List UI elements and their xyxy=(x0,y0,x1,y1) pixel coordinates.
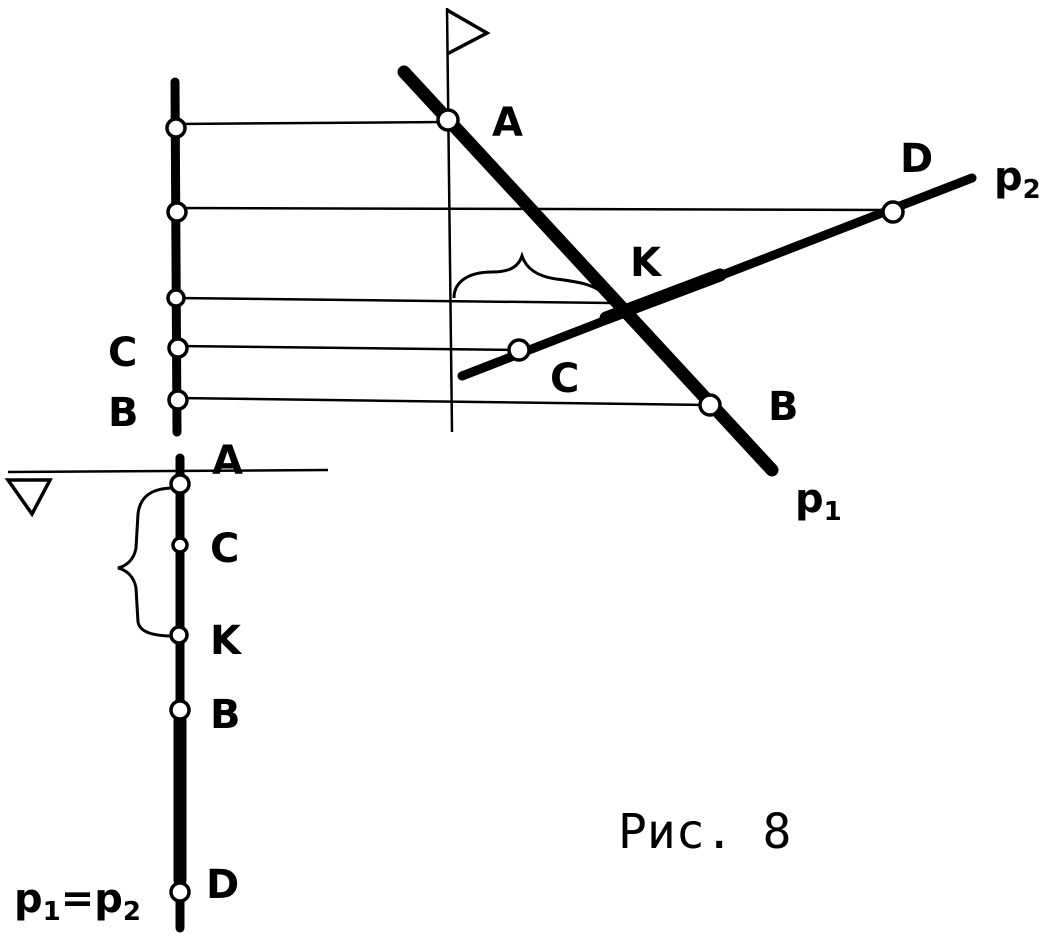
frontal-point-b xyxy=(698,393,722,417)
coincidence-p1-letter: p xyxy=(14,876,43,922)
label-p2: p2 xyxy=(994,154,1041,205)
frontal-label-k: K xyxy=(630,240,663,286)
frontal-label-b: B xyxy=(768,384,799,430)
coincidence-equals: = xyxy=(61,876,95,922)
frontal-label-c: C xyxy=(550,356,579,402)
frontal-point-c xyxy=(507,338,531,362)
line-p2-emphasis xyxy=(599,268,727,325)
label-p1-index: 1 xyxy=(824,497,842,527)
coincidence-p2-letter: p xyxy=(94,876,123,922)
label-p1-letter: p xyxy=(795,476,824,522)
profile-line xyxy=(170,77,182,437)
link-line-c xyxy=(175,344,519,352)
link-line-k xyxy=(175,296,613,305)
horizontal-label-a: A xyxy=(212,438,243,484)
frontal-label-d: D xyxy=(900,136,933,182)
profile-label-b: B xyxy=(108,390,139,436)
frontal-label-a: A xyxy=(492,100,523,146)
frontal-point-a xyxy=(436,108,460,132)
horizontal-point-a xyxy=(169,473,191,495)
horizontal-point-d xyxy=(169,881,191,903)
profile-label-c: C xyxy=(108,330,137,376)
profile-point-c xyxy=(167,337,189,359)
horizontal-brace xyxy=(117,486,175,638)
ground-marker-icon xyxy=(4,478,53,518)
horizontal-label-d: D xyxy=(206,862,239,908)
profile-point-b xyxy=(167,389,189,411)
ground-line xyxy=(7,468,329,474)
flag-icon xyxy=(446,8,491,56)
profile-point-k xyxy=(166,288,186,308)
horizontal-point-b xyxy=(169,699,191,721)
label-p2-letter: p xyxy=(994,154,1023,200)
frontal-brace xyxy=(452,251,614,302)
profile-point-a xyxy=(165,117,187,139)
horizontal-label-b: B xyxy=(210,692,241,738)
label-p1: p1 xyxy=(795,476,842,527)
coincidence-label: p1=p2 xyxy=(14,876,141,927)
coincidence-p1-index: 1 xyxy=(43,897,61,927)
coincidence-p2-index: 2 xyxy=(123,897,141,927)
link-line-b xyxy=(175,396,709,407)
horizontal-label-c: C xyxy=(210,526,239,572)
frontal-point-d xyxy=(881,200,905,224)
horizontal-point-c xyxy=(171,536,189,554)
profile-point-d xyxy=(166,201,188,223)
label-p2-index: 2 xyxy=(1023,175,1041,205)
frontal-axis xyxy=(445,7,454,433)
horizontal-label-k: K xyxy=(210,618,243,664)
link-line-a xyxy=(175,120,447,126)
horizontal-point-k xyxy=(169,625,189,645)
figure-caption: Рис. 8 xyxy=(618,804,791,860)
